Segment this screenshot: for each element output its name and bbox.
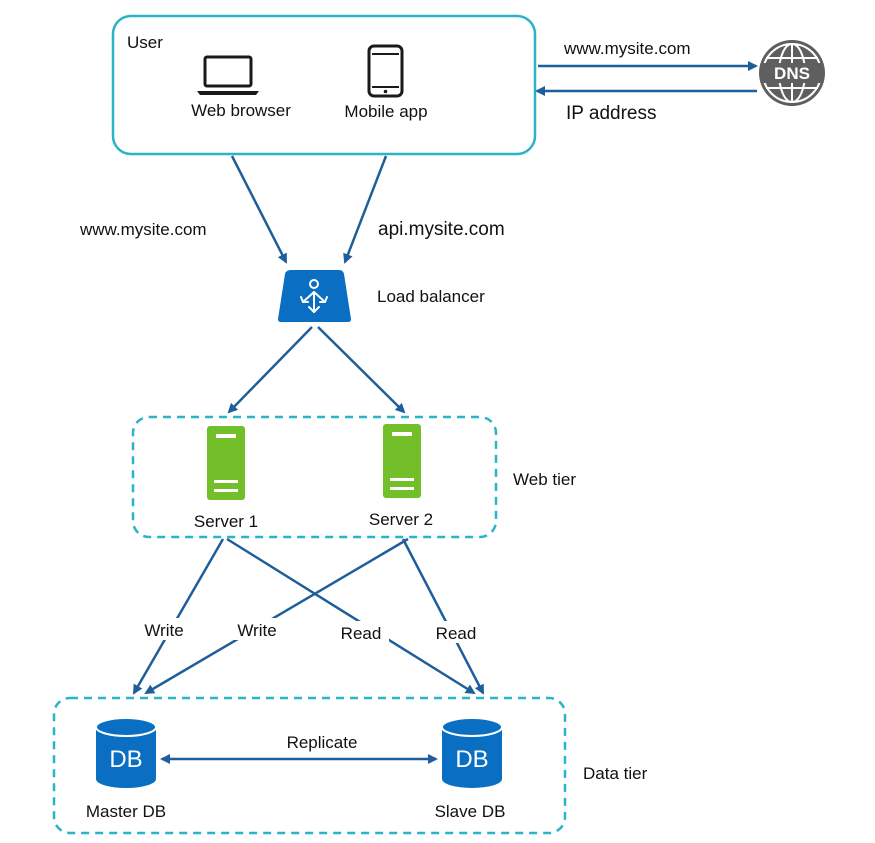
data-tier-label: Data tier xyxy=(583,764,648,783)
lb-to-server-2-arrow xyxy=(317,326,406,414)
user-box-title: User xyxy=(127,33,163,52)
api-domain-label: api.mysite.com xyxy=(378,219,505,240)
dns-request-label: www.mysite.com xyxy=(563,39,691,58)
master-db-label: Master DB xyxy=(86,802,166,821)
mobile-phone-icon xyxy=(367,44,404,98)
server-2-read-arrow xyxy=(401,538,485,695)
read-label-2: Read xyxy=(436,624,477,643)
write-label-1: Write xyxy=(144,621,183,640)
load-balancer-label: Load balancer xyxy=(377,287,485,306)
slave-db-label: Slave DB xyxy=(435,802,506,821)
slave-db-icon-text: DB xyxy=(455,746,488,773)
server-1-write-arrow xyxy=(132,538,225,695)
lb-to-server-1-arrow xyxy=(227,326,313,414)
load-balancer-icon xyxy=(278,270,351,322)
mobile-app-label: Mobile app xyxy=(344,102,427,121)
server-2-write-arrow xyxy=(144,537,409,695)
database-icon: DB xyxy=(95,717,157,788)
server-1-label: Server 1 xyxy=(194,512,258,531)
write-label-2: Write xyxy=(237,621,276,640)
user-box: User Web browser Mobile app xyxy=(111,14,537,156)
globe-dns-icon: DNS xyxy=(759,40,825,106)
dns-exchange: www.mysite.com IP address DNS xyxy=(535,39,825,124)
laptop-icon xyxy=(197,55,259,95)
dns-response-label: IP address xyxy=(566,103,656,124)
server-icon xyxy=(383,424,421,498)
master-db-icon-text: DB xyxy=(109,746,142,773)
web-tier-label: Web tier xyxy=(513,470,576,489)
web-tier-box xyxy=(131,415,498,539)
replicate-label: Replicate xyxy=(287,733,358,752)
mobile-app-to-lb-arrow xyxy=(343,155,388,264)
web-browser-to-lb-arrow xyxy=(230,155,288,264)
web-domain-label: www.mysite.com xyxy=(79,220,207,239)
database-icon: DB xyxy=(441,717,503,788)
server-1-read-arrow xyxy=(226,537,476,695)
data-tier-box xyxy=(52,696,567,835)
web-browser-label: Web browser xyxy=(191,101,291,120)
read-label-1: Read xyxy=(341,624,382,643)
server-icon xyxy=(207,426,245,500)
server-2-label: Server 2 xyxy=(369,510,433,529)
dns-icon-text: DNS xyxy=(774,64,810,83)
